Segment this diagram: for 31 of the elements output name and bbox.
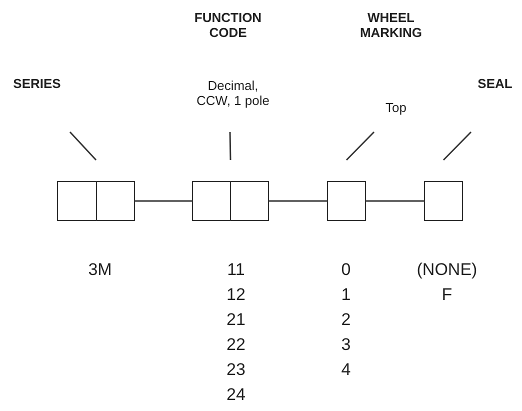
option-code: 3M	[87, 260, 113, 280]
option-code: 0	[340, 260, 352, 280]
option-code: 12	[226, 285, 246, 305]
option-code: 4	[340, 360, 352, 380]
field-heading: FUNCTION CODE	[193, 10, 263, 40]
code-box	[57, 181, 135, 221]
leader-line	[346, 131, 375, 161]
field-description: Decimal, CCW, 1 pole	[196, 78, 270, 108]
option-code: F	[440, 285, 454, 305]
leader-line	[442, 131, 472, 161]
code-box	[424, 181, 463, 221]
option-code: 2	[340, 310, 352, 330]
field-heading: SEAL	[468, 76, 522, 91]
leader-line	[69, 131, 97, 161]
field-heading: SERIES	[3, 76, 71, 91]
code-box	[192, 181, 269, 221]
option-code: 22	[226, 335, 246, 355]
leader-line	[229, 132, 232, 160]
option-code: 1	[340, 285, 352, 305]
option-code: 3	[340, 335, 352, 355]
connector-line	[366, 200, 424, 202]
field-heading: WHEEL MARKING	[358, 10, 424, 40]
connector-line	[135, 200, 192, 202]
option-code: 11	[226, 260, 246, 280]
option-code: 23	[226, 360, 246, 380]
field-description: Top	[384, 100, 408, 115]
option-code: (NONE)	[416, 260, 478, 280]
option-code: 21	[226, 310, 246, 330]
connector-line	[269, 200, 327, 202]
code-box	[327, 181, 366, 221]
option-code: 24	[226, 385, 246, 405]
